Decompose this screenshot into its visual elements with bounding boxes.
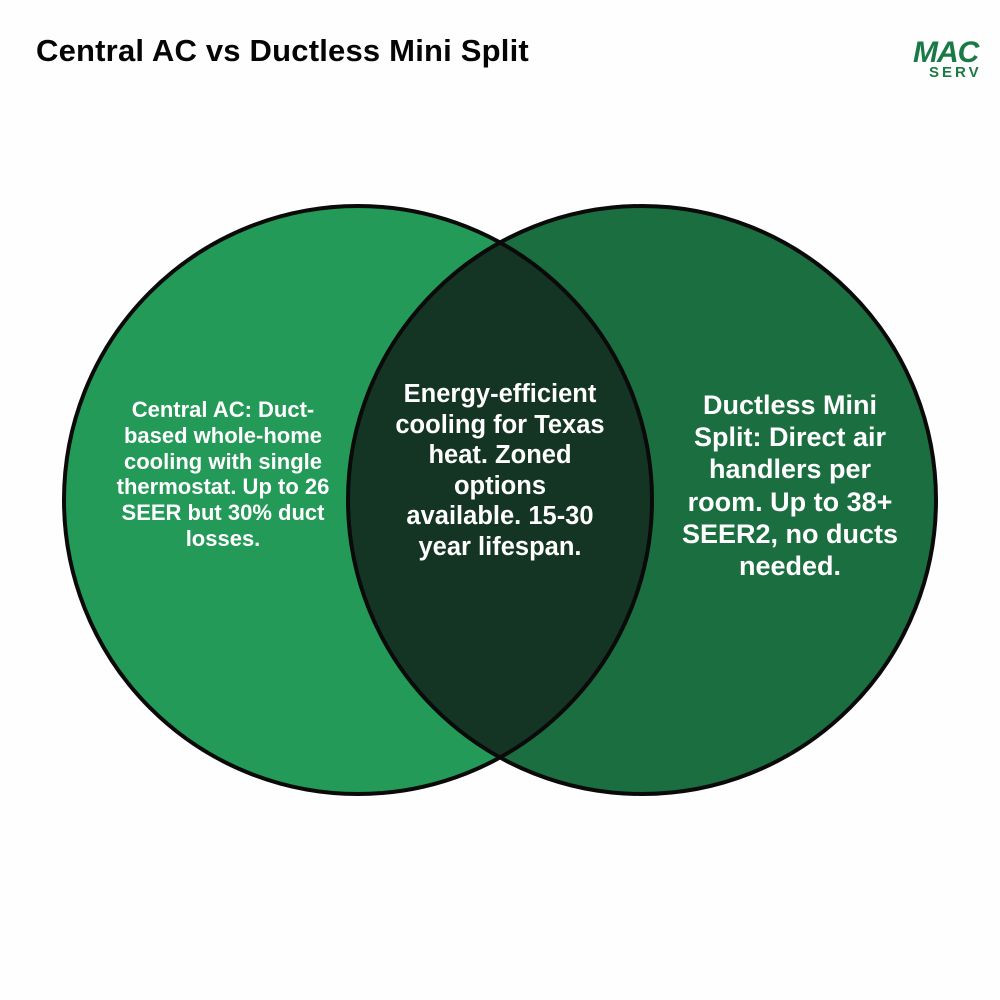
venn-outline-left: [62, 204, 654, 796]
ductless-mini-split-description: Ductless Mini Split: Direct air handlers…: [681, 390, 899, 582]
venn-intersection: [348, 206, 652, 794]
page-title: Central AC vs Ductless Mini Split: [36, 33, 529, 68]
logo-subtext: SERV: [929, 64, 982, 81]
shared-benefits-description: Energy-efficient cooling for Texas heat.…: [395, 380, 605, 561]
company-logo: MAC SERV: [913, 38, 1000, 84]
central-ac-description: Central AC: Duct-based whole-home coolin…: [116, 397, 330, 551]
venn-outline-right: [346, 204, 938, 796]
logo-wordmark: MAC: [913, 38, 979, 69]
